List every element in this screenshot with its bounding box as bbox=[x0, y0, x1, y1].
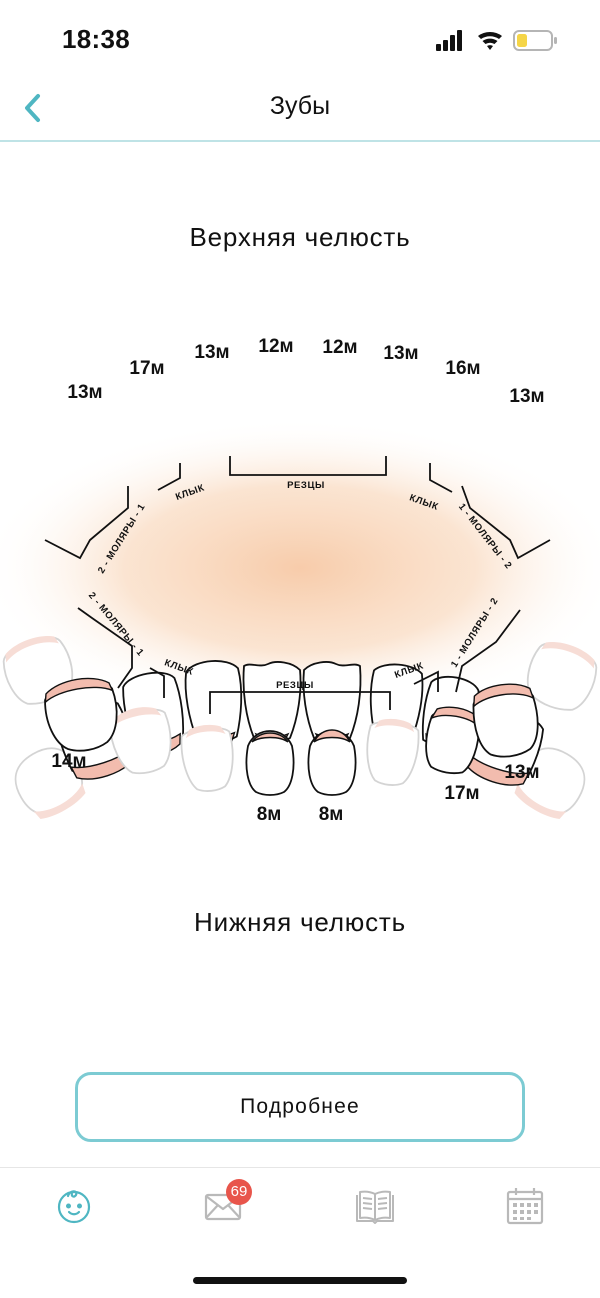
lower-central-incisor-left bbox=[245, 730, 295, 796]
status-bar: 18:38 bbox=[0, 0, 600, 80]
lower-age-central-left: 8м bbox=[257, 804, 282, 825]
upper-bracket-canine-left bbox=[157, 463, 181, 491]
upper-bracket-canine-right bbox=[429, 463, 453, 493]
mouth-background bbox=[0, 418, 600, 718]
lower-lateral-incisor-right-faded bbox=[366, 718, 420, 786]
upper-group-label-incisors: РЕЗЦЫ bbox=[287, 480, 325, 491]
nav-bar: Зубы bbox=[0, 80, 600, 142]
tab-calendar[interactable] bbox=[505, 1186, 545, 1226]
lower-bracket-molars-left bbox=[77, 607, 133, 689]
upper-age-lateral-left: 13м bbox=[194, 342, 229, 363]
tab-library[interactable] bbox=[355, 1186, 395, 1226]
lower-canine-right bbox=[425, 706, 481, 775]
lower-age-canine-right: 17м bbox=[444, 783, 479, 804]
mail-badge: 69 bbox=[226, 1179, 252, 1205]
upper-molar-2-left-faded bbox=[14, 747, 86, 819]
lower-canine-left-faded bbox=[109, 707, 172, 775]
wifi-icon bbox=[478, 32, 502, 50]
lower-group-label-incisors: РЕЗЦЫ bbox=[276, 680, 314, 691]
chevron-left-icon bbox=[25, 94, 40, 122]
lower-age-molar-1-right: 13м bbox=[504, 762, 539, 783]
lower-lateral-incisor-left-faded bbox=[180, 724, 234, 792]
upper-age-lateral-right: 13м bbox=[383, 343, 418, 364]
signal-icon bbox=[436, 30, 462, 51]
lower-molar-1-left bbox=[44, 677, 118, 752]
more-button[interactable]: Подробнее bbox=[75, 1072, 525, 1142]
book-icon bbox=[356, 1190, 394, 1224]
baby-face-icon bbox=[57, 1190, 91, 1224]
lower-molar-1-right bbox=[472, 683, 539, 758]
home-indicator bbox=[193, 1277, 407, 1284]
tab-bar: 69 bbox=[0, 1167, 600, 1298]
lower-age-molar-1-left: 14м bbox=[51, 751, 86, 772]
upper-age-molar-1-left: 13м bbox=[67, 382, 102, 403]
lower-bracket-canine-right bbox=[413, 670, 439, 692]
teeth-diagram: 2 - МОЛЯРЫ - 1 КЛЫК РЕЗЦЫ КЛЫК 1 - МОЛЯР… bbox=[0, 336, 600, 825]
upper-molar-2-right-faded bbox=[514, 747, 586, 819]
lower-bracket-canine-left bbox=[149, 667, 165, 698]
lower-central-incisor-right bbox=[307, 729, 357, 796]
upper-age-central-right: 12м bbox=[322, 337, 357, 358]
calendar-icon bbox=[506, 1188, 544, 1225]
status-icons bbox=[436, 30, 557, 51]
upper-jaw-title: Верхняя челюсть bbox=[189, 222, 411, 252]
upper-age-central-left: 12м bbox=[258, 336, 293, 357]
upper-age-molar-1-right: 13м bbox=[509, 386, 544, 407]
tab-baby[interactable] bbox=[54, 1186, 94, 1226]
upper-bracket-molars-right bbox=[461, 485, 551, 560]
lower-bracket-molars-right bbox=[455, 609, 521, 693]
upper-bracket-incisors bbox=[229, 456, 387, 476]
battery-icon bbox=[513, 30, 557, 51]
lower-jaw-title: Нижняя челюсть bbox=[194, 907, 406, 937]
lower-molar-2-right-faded bbox=[526, 642, 598, 711]
lower-bracket-incisors bbox=[209, 691, 391, 714]
upper-age-canine-left: 17м bbox=[129, 358, 164, 379]
upper-bracket-molars-left bbox=[44, 486, 129, 560]
back-button[interactable] bbox=[12, 86, 56, 130]
lower-age-central-right: 8м bbox=[319, 804, 344, 825]
upper-age-canine-right: 16м bbox=[445, 358, 480, 379]
page-title: Зубы bbox=[269, 92, 331, 120]
status-time: 18:38 bbox=[62, 24, 130, 54]
